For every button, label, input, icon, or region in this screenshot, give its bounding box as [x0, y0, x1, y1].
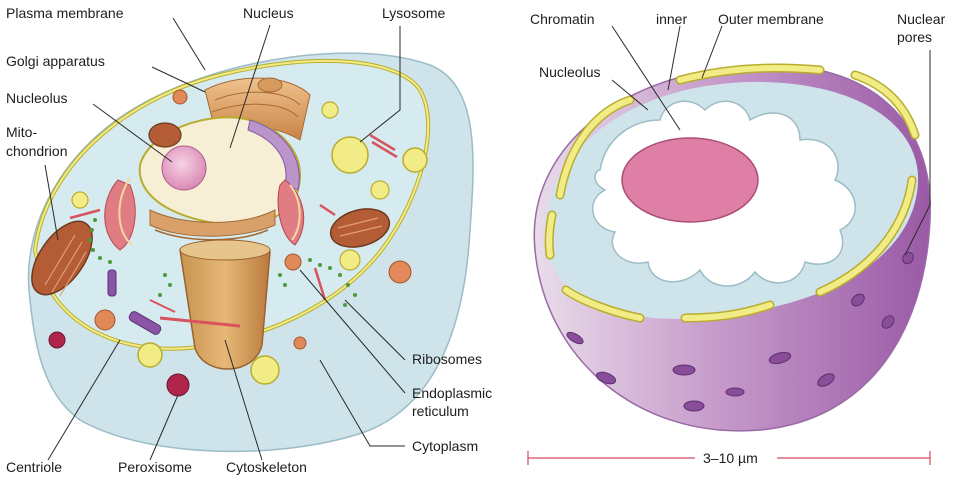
label-nucleolus-detail: Nucleolus	[539, 64, 600, 80]
label-pores-2: pores	[897, 29, 932, 45]
vesicle	[72, 192, 88, 208]
nucleus-detail	[534, 65, 930, 431]
nucleolus-sphere	[162, 146, 206, 190]
label-cytoskeleton: Cytoskeleton	[226, 459, 307, 475]
label-centriole: Centriole	[6, 459, 62, 475]
label-er-1: Endoplasmic	[412, 385, 492, 401]
label-pores-1: Nuclear	[897, 11, 946, 27]
label-lysosome: Lysosome	[382, 5, 446, 21]
label-er-2: reticulum	[412, 403, 469, 419]
mitochondrion-top	[149, 123, 181, 147]
label-chromatin: Chromatin	[530, 11, 595, 27]
label-inner: inner	[656, 11, 687, 27]
vesicle	[403, 148, 427, 172]
label-peroxisome: Peroxisome	[118, 459, 192, 475]
label-golgi: Golgi apparatus	[6, 53, 105, 69]
vesicle	[322, 102, 338, 118]
vesicle-orange	[285, 254, 301, 270]
label-nucleus: Nucleus	[243, 5, 294, 21]
scale-bar: 3–10 µm	[528, 450, 930, 466]
vesicle-orange	[294, 337, 306, 349]
vesicle-orange	[95, 310, 115, 330]
label-outer-membrane: Outer membrane	[718, 11, 824, 27]
label-ribosomes: Ribosomes	[412, 351, 482, 367]
label-mito-1: Mito-	[6, 124, 37, 140]
lysosome	[332, 137, 368, 173]
label-cytoplasm: Cytoplasm	[412, 438, 478, 454]
vesicle-orange	[389, 261, 411, 283]
vesicle	[251, 356, 279, 384]
label-nucleolus: Nucleolus	[6, 90, 67, 106]
label-plasma-membrane: Plasma membrane	[6, 5, 124, 21]
vesicle	[371, 181, 389, 199]
peroxisome	[49, 332, 65, 348]
nucleolus-large	[622, 138, 758, 222]
scale-label: 3–10 µm	[703, 450, 758, 466]
vesicle	[138, 343, 162, 367]
vesicle	[340, 250, 360, 270]
vesicle-orange	[173, 90, 187, 104]
label-mito-2: chondrion	[6, 143, 68, 159]
animal-cell	[20, 53, 473, 451]
peroxisome	[167, 374, 189, 396]
centriole	[108, 270, 116, 296]
